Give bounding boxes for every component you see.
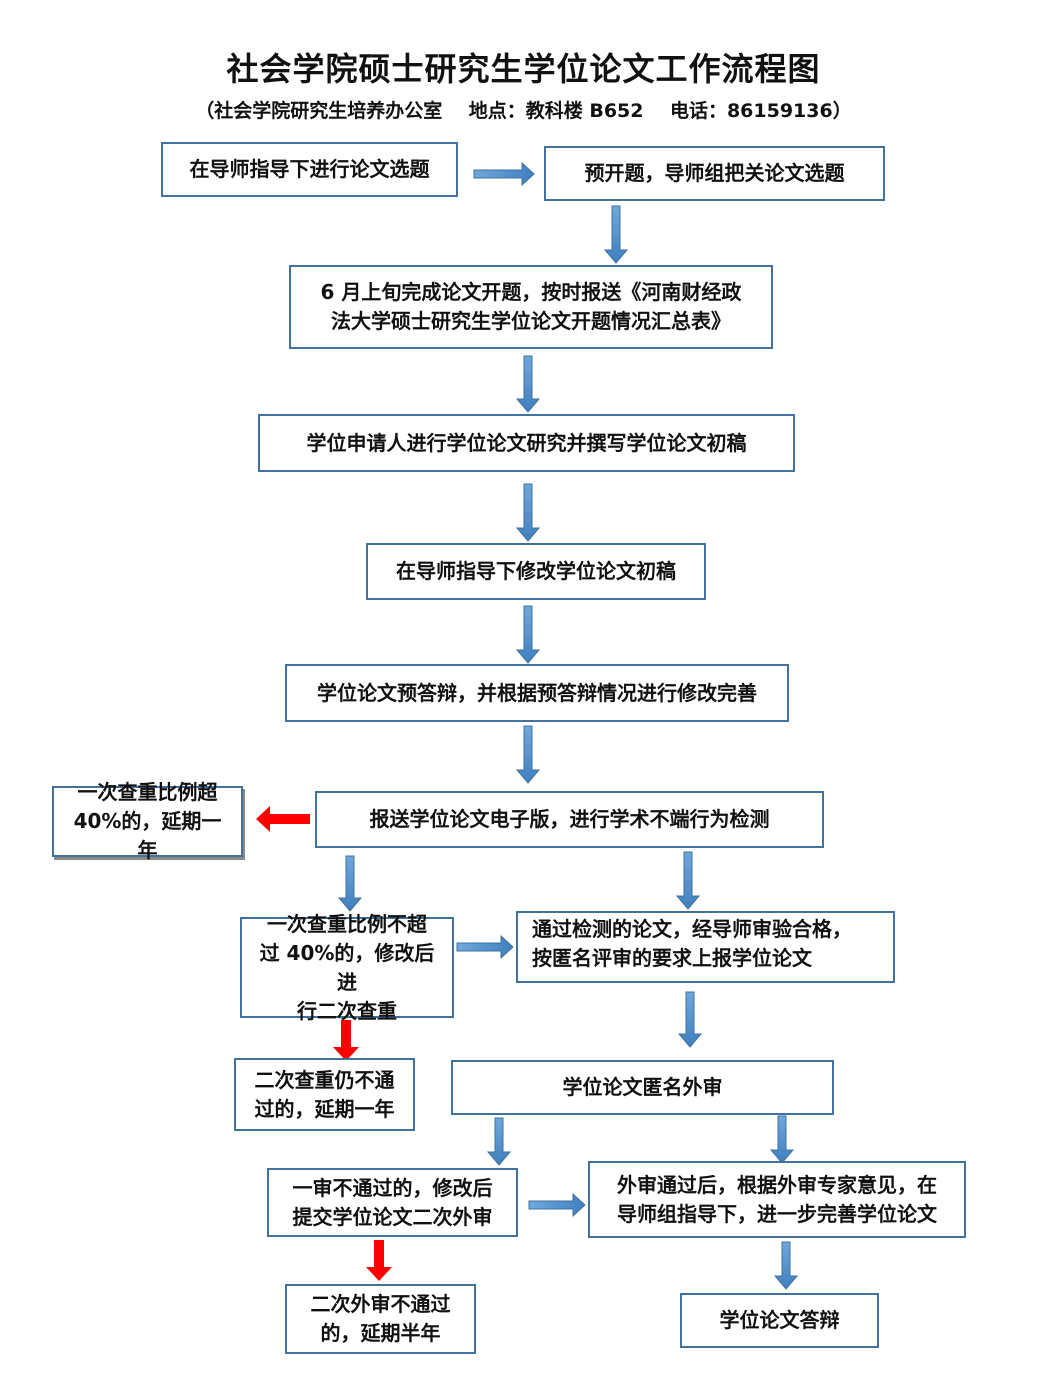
- node-review-pass: 外审通过后，根据外审专家意见，在 导师组指导下，进一步完善学位论文: [588, 1161, 966, 1238]
- arrow-down-check-to-passed: [675, 851, 701, 910]
- arrow-down-under40-to-secondfail: [333, 1020, 359, 1061]
- node-text-line2: 提交学位论文二次外审: [292, 1204, 493, 1229]
- arrow-down-check-to-under40: [337, 855, 363, 912]
- node-text-line1: 一审不通过的，修改后: [292, 1175, 493, 1200]
- node-text-line1: 通过检测的论文，经导师审验合格，: [532, 917, 852, 941]
- node-defense: 学位论文答辩: [680, 1293, 879, 1348]
- arrow-down-blindreview-to-firstfail: [486, 1117, 512, 1166]
- arrow-right-topic-to-preproposal: [473, 161, 535, 187]
- node-text: 报送学位论文电子版，进行学术不端行为检测: [369, 807, 770, 831]
- node-second-review-fail: 二次外审不通过 的，延期半年: [285, 1284, 476, 1354]
- arrow-down-reviewpass-to-defense: [773, 1241, 799, 1290]
- arrow-right-under40-to-passed: [456, 934, 514, 960]
- node-text: 预开题，导师组把关论文选题: [584, 161, 845, 185]
- node-text-line2: 40%的，延期一年: [73, 809, 222, 862]
- node-pre-proposal: 预开题，导师组把关论文选题: [544, 146, 885, 201]
- node-passed-check: 通过检测的论文，经导师审验合格， 按匿名评审的要求上报学位论文: [516, 911, 895, 983]
- node-text-line2: 过 40%的，修改后进: [259, 940, 435, 994]
- arrow-down-firstfail-to-secondreviewfail: [366, 1240, 392, 1281]
- node-text: 在导师指导下进行论文选题: [189, 157, 430, 181]
- node-topic-selection: 在导师指导下进行论文选题: [161, 142, 458, 197]
- office-contact-subtitle: （社会学院研究生培养办公室 地点：教科楼 B652 电话：86159136）: [195, 100, 852, 122]
- node-first-review-fail: 一审不通过的，修改后 提交学位论文二次外审: [267, 1168, 518, 1237]
- node-text-line2: 过的，延期一年: [254, 1096, 395, 1121]
- arrow-down-revise-to-predefense: [515, 605, 541, 664]
- arrow-down-draft-to-revise: [515, 483, 541, 542]
- node-text-line2: 按匿名评审的要求上报学位论文: [532, 946, 812, 970]
- arrow-right-firstfail-to-reviewpass: [528, 1192, 586, 1218]
- node-blind-review: 学位论文匿名外审: [451, 1060, 834, 1115]
- node-over40-delay: 一次查重比例超 40%的，延期一年: [52, 780, 243, 862]
- arrow-down-blindreview-to-reviewpass: [769, 1115, 795, 1164]
- node-text: 学位申请人进行学位论文研究并撰写学位论文初稿: [306, 430, 747, 455]
- node-text-line1: 二次查重仍不通: [254, 1067, 395, 1092]
- node-text: 学位论文答辩: [719, 1308, 840, 1332]
- node-revise-draft: 在导师指导下修改学位论文初稿: [366, 543, 706, 600]
- node-text-line3: 行二次查重: [297, 998, 397, 1023]
- node-text-line1: 外审通过后，根据外审专家意见，在: [617, 1172, 937, 1197]
- node-under40-recheck: 一次查重比例不超 过 40%的，修改后进 行二次查重: [240, 912, 454, 1023]
- node-text: 学位论文匿名外审: [562, 1075, 723, 1099]
- page-title: 社会学院硕士研究生学位论文工作流程图: [226, 50, 821, 88]
- node-pre-defense: 学位论文预答辩，并根据预答辩情况进行修改完善: [285, 664, 789, 722]
- node-second-check-fail: 二次查重仍不通 过的，延期一年: [234, 1058, 415, 1131]
- node-text-line1: 6 月上旬完成论文开题，按时报送《河南财经政: [320, 280, 742, 304]
- node-plagiarism-check: 报送学位论文电子版，进行学术不端行为检测: [315, 791, 824, 848]
- node-text-line1: 一次查重比例超: [77, 780, 218, 804]
- node-text-line2: 导师组指导下，进一步完善学位论文: [617, 1201, 937, 1226]
- arrow-down-passed-to-blindreview: [677, 991, 703, 1048]
- node-draft-writing: 学位申请人进行学位论文研究并撰写学位论文初稿: [258, 414, 795, 472]
- node-text-line2: 法大学硕士研究生学位论文开题情况汇总表》: [331, 309, 731, 333]
- node-text: 在导师指导下修改学位论文初稿: [396, 559, 676, 583]
- arrow-down-predefense-to-check: [515, 725, 541, 784]
- arrow-left-check-to-over40: [256, 806, 310, 832]
- node-text-line2: 的，延期半年: [320, 1321, 441, 1345]
- node-text-line1: 一次查重比例不超: [267, 911, 427, 936]
- node-text-line1: 二次外审不通过: [310, 1292, 451, 1316]
- arrow-down-proposal-to-draft: [515, 355, 541, 413]
- arrow-down-preproposal-to-proposal: [603, 205, 629, 264]
- node-text: 学位论文预答辩，并根据预答辩情况进行修改完善: [317, 680, 757, 705]
- node-proposal: 6 月上旬完成论文开题，按时报送《河南财经政 法大学硕士研究生学位论文开题情况汇…: [289, 265, 773, 349]
